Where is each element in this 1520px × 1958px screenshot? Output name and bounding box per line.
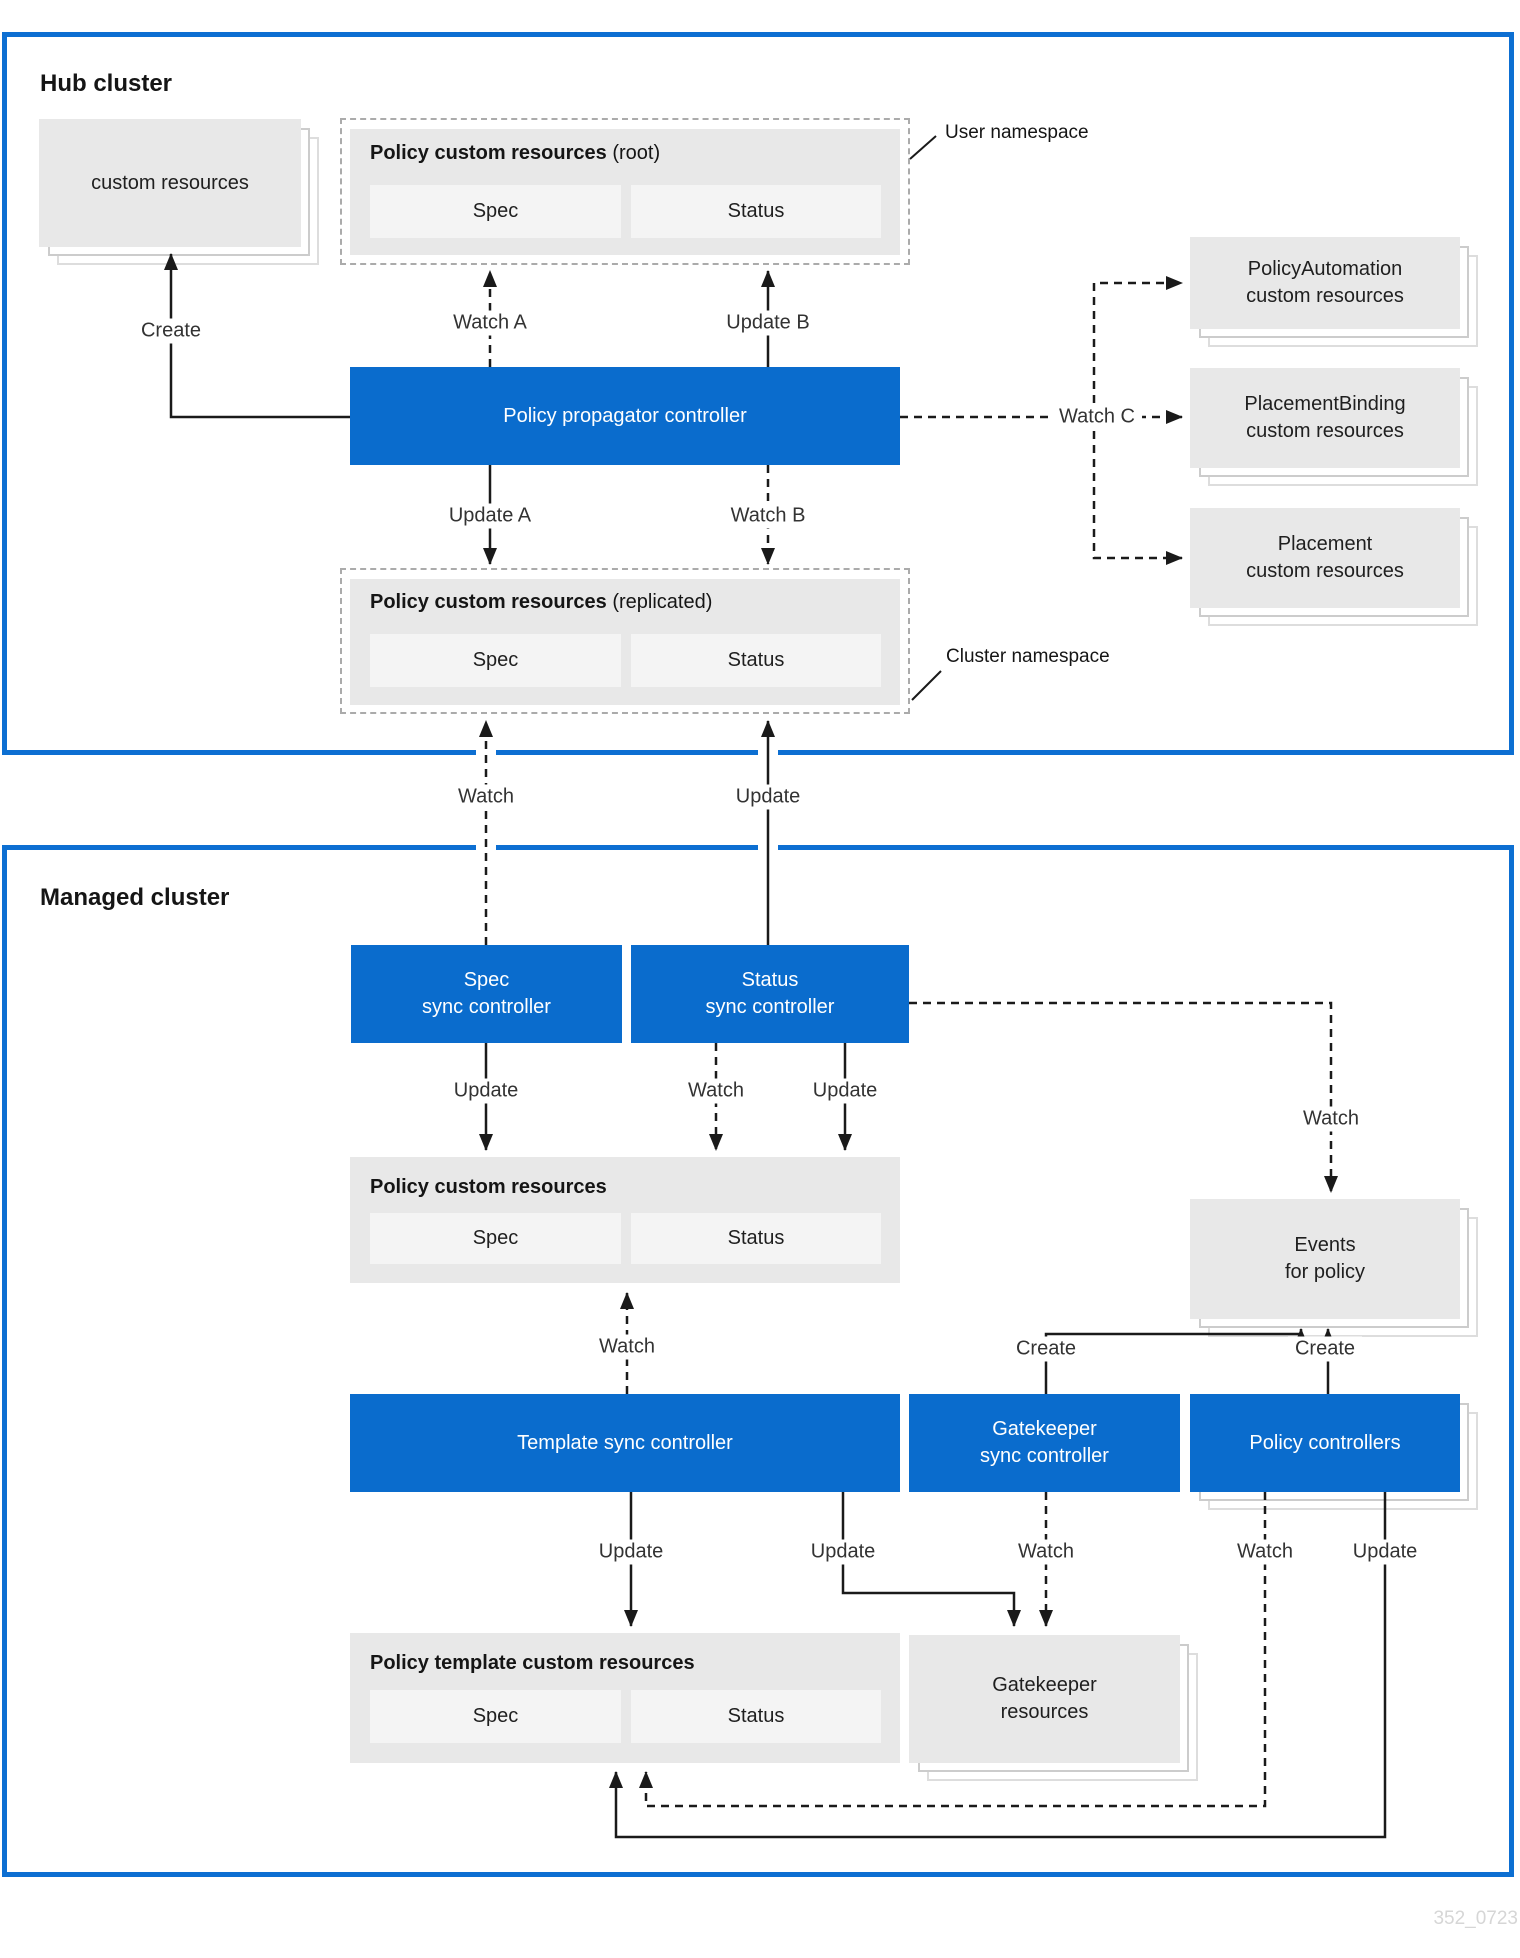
managed-status-cell: Status — [631, 1213, 881, 1264]
label-statussync-update: Update — [805, 1078, 885, 1104]
replicated-status-cell: Status — [631, 634, 881, 687]
template-sync-controller: Template sync controller — [350, 1394, 900, 1492]
label-template-update: Update — [591, 1539, 671, 1565]
root-status-cell: Status — [631, 185, 881, 238]
policy-template-title: Policy template custom resources — [370, 1652, 695, 1674]
label-bridge-watch: Watch — [451, 784, 521, 810]
managed-cluster-title: Managed cluster — [40, 884, 230, 911]
figure-id-watermark: 352_0723 — [1433, 1908, 1518, 1929]
label-template-update2: Update — [803, 1539, 883, 1565]
label-events-watch: Watch — [1296, 1106, 1366, 1132]
label-create-policycontrollers: Create — [1287, 1336, 1363, 1362]
border-gap — [758, 748, 778, 757]
label-statussync-watch: Watch — [681, 1078, 751, 1104]
label-update-b: Update B — [719, 310, 817, 336]
hub-cluster-title: Hub cluster — [40, 70, 173, 97]
label-watch-b: Watch B — [723, 503, 813, 529]
policy-controllers-box: Policy controllers — [1190, 1394, 1478, 1510]
label-template-watch: Watch — [592, 1334, 662, 1360]
managed-policy-title: Policy custom resources — [370, 1176, 607, 1198]
label-update-a: Update A — [441, 503, 539, 529]
hub-custom-resources-label: custom resources — [91, 171, 249, 194]
label-specsync-update: Update — [446, 1078, 526, 1104]
border-gap — [476, 748, 496, 757]
label-policycontrollers-update: Update — [1345, 1539, 1425, 1565]
label-create: Create — [133, 318, 209, 344]
root-spec-cell: Spec — [370, 185, 621, 238]
managed-spec-cell: Spec — [370, 1213, 621, 1264]
hub-custom-resources-box: custom resources — [39, 119, 319, 265]
label-watch-a: Watch A — [446, 310, 534, 336]
border-gap — [476, 844, 496, 853]
policy-propagator-controller: Policy propagator controller — [350, 367, 900, 465]
policy-template-spec-cell: Spec — [370, 1690, 621, 1743]
user-namespace-label: User namespace — [945, 122, 1089, 143]
replicated-spec-cell: Spec — [370, 634, 621, 687]
replicated-policy-title: Policy custom resources (replicated) — [370, 591, 713, 613]
policy-template-status-cell: Status — [631, 1690, 881, 1743]
label-bridge-update: Update — [728, 784, 808, 810]
label-gatekeeper-watch: Watch — [1011, 1539, 1081, 1565]
border-gap — [758, 844, 778, 853]
label-policycontrollers-watch: Watch — [1230, 1539, 1300, 1565]
cluster-namespace-label: Cluster namespace — [946, 646, 1110, 667]
root-policy-title: Policy custom resources (root) — [370, 142, 661, 164]
label-create-gatekeeper: Create — [1008, 1336, 1084, 1362]
label-watch-c: Watch C — [1052, 404, 1142, 430]
